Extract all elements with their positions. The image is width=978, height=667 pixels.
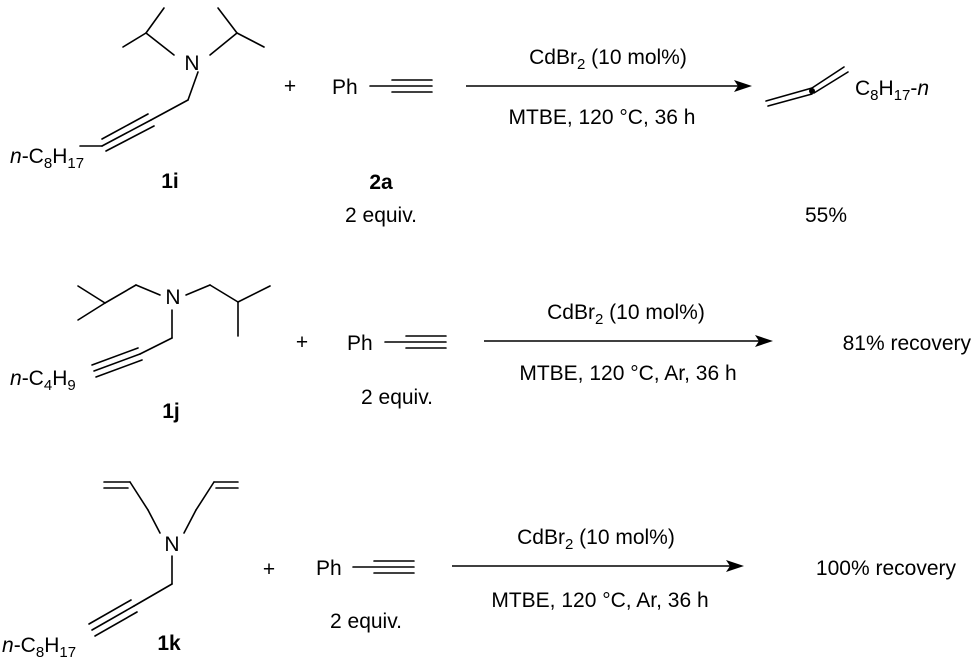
reaction-arrow-1	[466, 80, 752, 92]
nitrogen-atom: N	[165, 286, 180, 309]
reagent-alkyne-3	[352, 560, 415, 574]
reagent-alkyne-2	[384, 335, 447, 349]
substrate-alkyl-3: n-C8H17	[2, 634, 76, 661]
reaction-arrow-3	[452, 560, 744, 572]
reagent-ph-2: Ph	[347, 332, 373, 355]
reaction-3: N n-C8H17 1k + Ph 2 equiv. CdBr2 (10 mol…	[2, 481, 957, 661]
reagent-equiv-3: 2 equiv.	[330, 610, 402, 633]
substrate-alkyl-1: n-C8H17	[10, 145, 84, 172]
conditions-top-3: CdBr2 (10 mol%)	[517, 526, 675, 553]
conditions-bottom-1: MTBE, 120 °C, 36 h	[509, 106, 696, 129]
nitrogen-atom: N	[164, 533, 179, 556]
product-group-1: C8H17-n	[855, 77, 929, 104]
reagent-ph-3: Ph	[316, 557, 342, 580]
substrate-label-1j: 1j	[162, 400, 180, 423]
plus-sign-2: +	[296, 331, 308, 354]
plus-sign-1: +	[284, 75, 296, 98]
conditions-bottom-3: MTBE, 120 °C, Ar, 36 h	[491, 589, 708, 612]
outcome-3: 100% recovery	[816, 557, 957, 580]
conditions-top-2: CdBr2 (10 mol%)	[547, 301, 705, 328]
plus-sign-3: +	[263, 558, 275, 581]
conditions-top-1: CdBr2 (10 mol%)	[529, 46, 687, 73]
substrate-1j-structure	[77, 284, 271, 378]
nitrogen-atom: N	[184, 52, 199, 75]
reagent-alkyne-1	[369, 79, 433, 93]
reaction-1: N n-C8H17 1i + Ph 2a 2 equiv. CdBr2 (10 …	[10, 7, 929, 227]
product-yield-1: 55%	[805, 204, 847, 227]
substrate-1k-structure	[88, 481, 239, 637]
allene-product-structure	[765, 66, 849, 107]
substrate-alkyl-2: n-C4H9	[10, 367, 76, 394]
conditions-bottom-2: MTBE, 120 °C, Ar, 36 h	[519, 362, 736, 385]
reaction-2: N n-C4H9 1j + Ph 2 equiv. CdBr2 (10 mol%…	[10, 284, 972, 423]
substrate-label-1k: 1k	[157, 632, 181, 655]
reagent-label-2a: 2a	[369, 171, 393, 194]
reagent-equiv-1: 2 equiv.	[345, 204, 417, 227]
reagent-equiv-2: 2 equiv.	[361, 386, 433, 409]
substrate-1i-structure	[79, 7, 265, 152]
reaction-arrow-2	[484, 335, 773, 347]
substrate-label-1i: 1i	[161, 170, 179, 193]
outcome-2: 81% recovery	[843, 332, 972, 355]
reagent-ph-1: Ph	[332, 76, 358, 99]
